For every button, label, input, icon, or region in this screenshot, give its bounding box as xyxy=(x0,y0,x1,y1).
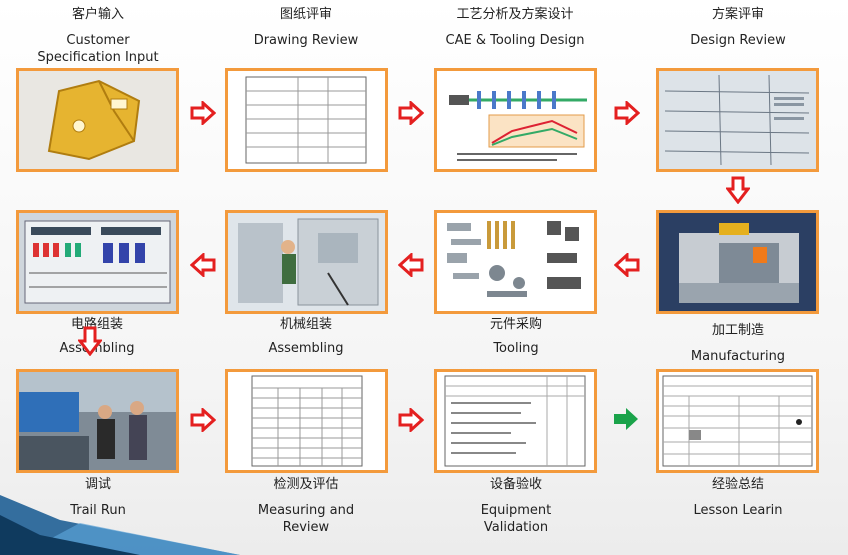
mechanical-assembly-icon xyxy=(228,213,385,311)
step-label-2: 图纸评审 Drawing Review xyxy=(253,7,359,48)
step-image-5 xyxy=(656,210,819,314)
step-image-8 xyxy=(16,210,179,314)
drawing-sheet-icon xyxy=(228,71,385,169)
arrow-down-1 xyxy=(726,176,750,204)
step-image-7 xyxy=(225,210,388,314)
lessons-table-icon xyxy=(659,372,816,470)
step-label-6: 元件采购 Tooling xyxy=(489,317,542,356)
review-document-icon xyxy=(659,71,816,169)
arrow-right-5 xyxy=(398,408,424,432)
measurement-table-icon xyxy=(228,372,385,470)
step-label-10: 检测及评估 Measuring and Review xyxy=(257,477,355,535)
validation-checklist-icon xyxy=(437,372,594,470)
arrow-left-2 xyxy=(398,253,424,277)
step-image-6 xyxy=(434,210,597,314)
step-label-4: 方案评审 Design Review xyxy=(690,7,786,48)
step-image-11 xyxy=(434,369,597,473)
step-image-12 xyxy=(656,369,819,473)
arrow-left-1 xyxy=(614,253,640,277)
step-image-10 xyxy=(225,369,388,473)
arrow-right-green xyxy=(614,408,638,430)
arrow-right-3 xyxy=(614,101,640,125)
step-label-1: 客户输入 Customer Specification Input xyxy=(37,7,159,65)
step-label-8: 电路组装 Assembling xyxy=(59,317,135,356)
arrow-right-4 xyxy=(190,408,216,432)
bracket-part-icon xyxy=(19,71,176,169)
cae-chart-icon xyxy=(437,71,594,169)
arrow-right-2 xyxy=(398,101,424,125)
step-image-2 xyxy=(225,68,388,172)
electrical-cabinet-icon xyxy=(19,213,176,311)
step-image-4 xyxy=(656,68,819,172)
step-label-9: 调试 Trail Run xyxy=(70,477,126,518)
arrow-left-3 xyxy=(190,253,216,277)
components-icon xyxy=(437,213,594,311)
arrow-down-2 xyxy=(78,326,102,356)
corner-decoration xyxy=(0,495,240,555)
step-label-5: 加工制造 Manufacturing xyxy=(690,323,786,364)
step-label-7: 机械组装 Assembling xyxy=(268,317,344,356)
step-image-9 xyxy=(16,369,179,473)
step-label-12: 经验总结 Lesson Learin xyxy=(693,477,783,518)
trial-run-photo-icon xyxy=(19,372,176,470)
arrow-right-1 xyxy=(190,101,216,125)
step-label-11: 设备验收 Equipment Validation xyxy=(480,477,552,535)
step-label-3: 工艺分析及方案设计 CAE & Tooling Design xyxy=(445,7,585,48)
step-image-1 xyxy=(16,68,179,172)
machining-center-icon xyxy=(659,213,816,311)
step-image-3 xyxy=(434,68,597,172)
